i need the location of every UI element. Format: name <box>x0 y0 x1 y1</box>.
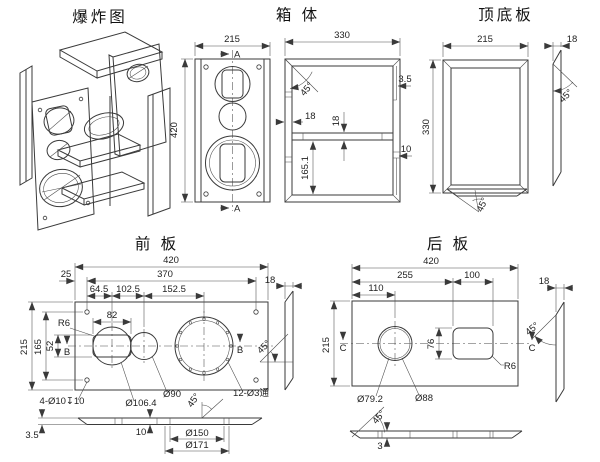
back-panel-bottom-profile: 45° 3 <box>349 406 523 452</box>
cabinet-section-view: 45° 330 18 18 165.1 3.5 10 <box>275 30 412 203</box>
fp-rebate-dia-dim: Ø150 <box>185 428 208 439</box>
bp-height-dim: 215 <box>321 337 332 353</box>
fp-hole-span-dim: 165 <box>33 339 44 355</box>
section-a-bottom-label: A <box>234 204 241 215</box>
fp-bottom-edge-dim: 3.5 <box>25 430 38 441</box>
front-panel-title: 前 板 <box>135 235 179 253</box>
fp-cutout-width-dim: 82 <box>107 310 118 321</box>
back-panel-face <box>340 300 532 387</box>
top-bottom-plate-view: 顶底板 215 330 18 45° 45° <box>421 6 577 214</box>
fp-inner-width-dim: 370 <box>157 269 173 280</box>
bp-d1-dim: 255 <box>397 270 413 281</box>
fp-spacing1-dim: 64.5 <box>90 284 109 295</box>
front-panel-callouts: 4-Ø10↧10 Ø106.4 Ø90 12-Ø3通 <box>40 355 269 409</box>
front-panel-dimensions: 420 370 25 64.5 102.5 152.5 82 R6 215 16… <box>19 255 269 391</box>
plate-height-dim: 330 <box>421 119 432 135</box>
fp-cutout-height-dim: 52 <box>45 341 56 352</box>
cabinet-bevel-angle: 45° <box>298 80 316 98</box>
back-recess-dim: 3.5 <box>398 74 411 85</box>
plate-width-dim: 215 <box>477 34 493 45</box>
fp-thickness-dim: 18 <box>265 275 276 286</box>
bp-d3-dim: 100 <box>464 270 480 281</box>
fp-height-dim: 215 <box>19 339 30 355</box>
front-panel-side-profile: 18 45° <box>255 275 302 391</box>
cabinet-height-dim: 420 <box>169 122 180 138</box>
bp-bottom-bevel-angle: 45° <box>370 408 388 426</box>
fp-mount-holes-callout: 4-Ø10↧10 <box>40 396 85 407</box>
exploded-drawing <box>19 31 171 231</box>
plate-thickness-dim: 18 <box>567 34 578 45</box>
fp-screw-holes-callout: 12-Ø3通 <box>233 388 269 399</box>
fp-spacing3-dim: 152.5 <box>162 284 186 295</box>
plate-end-bevel-angle: 45° <box>475 196 491 214</box>
fp-overall-width-dim: 420 <box>163 255 179 266</box>
shelf-thickness-dim: 18 <box>331 116 342 127</box>
back-panel-dimensions: 420 255 100 110 215 76 R6 C C Ø79.2 Ø88 <box>321 256 536 405</box>
fp-cutout-radius-label: R6 <box>58 318 70 329</box>
fp-opening-dia-dim: Ø171 <box>185 440 208 451</box>
plate-face-view: 215 330 <box>421 34 529 194</box>
section-b-right-label: B <box>237 345 243 356</box>
bp-hole-callout: Ø79.2 <box>357 394 383 405</box>
shelf-height-dim: 165.1 <box>300 156 311 180</box>
bp-cutout-radius-label: R6 <box>504 361 516 372</box>
bp-cutout-height-dim: 76 <box>426 339 437 350</box>
fp-edge-offset-dim: 25 <box>61 269 72 280</box>
plate-side-bevel-angle: 45° <box>557 87 575 105</box>
fp-bottom-bevel-angle: 45° <box>185 391 202 409</box>
front-panel-bottom-profile: 3.5 10 45° Ø150 Ø171 <box>25 391 263 455</box>
bp-thickness-dim: 18 <box>539 276 550 287</box>
top-bottom-plate-title: 顶底板 <box>478 6 534 24</box>
front-panel-face <box>68 301 275 391</box>
cabinet-title: 箱 体 <box>276 6 320 24</box>
section-c-right-label: C <box>529 343 536 354</box>
fp-spacing2-dim: 102.5 <box>116 284 140 295</box>
exploded-view-title: 爆炸图 <box>72 7 128 26</box>
section-b-left-label: B <box>64 347 70 358</box>
bp-rebate-callout: Ø88 <box>415 393 433 404</box>
section-a-top-label: A <box>234 50 241 61</box>
port-depth-dim: 10 <box>401 144 412 155</box>
bp-d2-dim: 110 <box>368 283 383 294</box>
cabinet-depth-dim: 330 <box>334 30 350 41</box>
fp-side-bevel-angle: 45° <box>255 338 273 356</box>
fp-mid-ring-callout: Ø106.4 <box>125 398 156 409</box>
back-panel-side-profile: 18 45° <box>523 276 573 403</box>
cabinet-front-view: 215 420 A A <box>169 34 271 215</box>
exploded-view: 爆炸图 <box>19 7 171 231</box>
back-panel-title: 后 板 <box>427 235 471 253</box>
fp-mid-hole-callout: Ø90 <box>163 389 181 400</box>
section-c-left-label: C <box>340 343 347 354</box>
front-panel-view: 前 板 420 <box>19 235 302 455</box>
bp-overall-width-dim: 420 <box>423 256 439 267</box>
plate-side-profile: 18 45° <box>544 34 578 187</box>
woofer-screw-holes <box>175 317 233 375</box>
cabinet-width-dim: 215 <box>224 34 240 45</box>
bp-bottom-edge-dim: 3 <box>377 441 382 452</box>
fp-bottom-depth-dim: 10 <box>136 427 147 438</box>
cabinet-view: 箱 体 215 420 A A <box>169 6 412 215</box>
wall-thickness-dim: 18 <box>305 111 316 122</box>
bp-side-bevel-angle: 45° <box>523 320 541 338</box>
back-panel-view: 后 板 420 255 100 110 215 76 <box>321 235 573 452</box>
